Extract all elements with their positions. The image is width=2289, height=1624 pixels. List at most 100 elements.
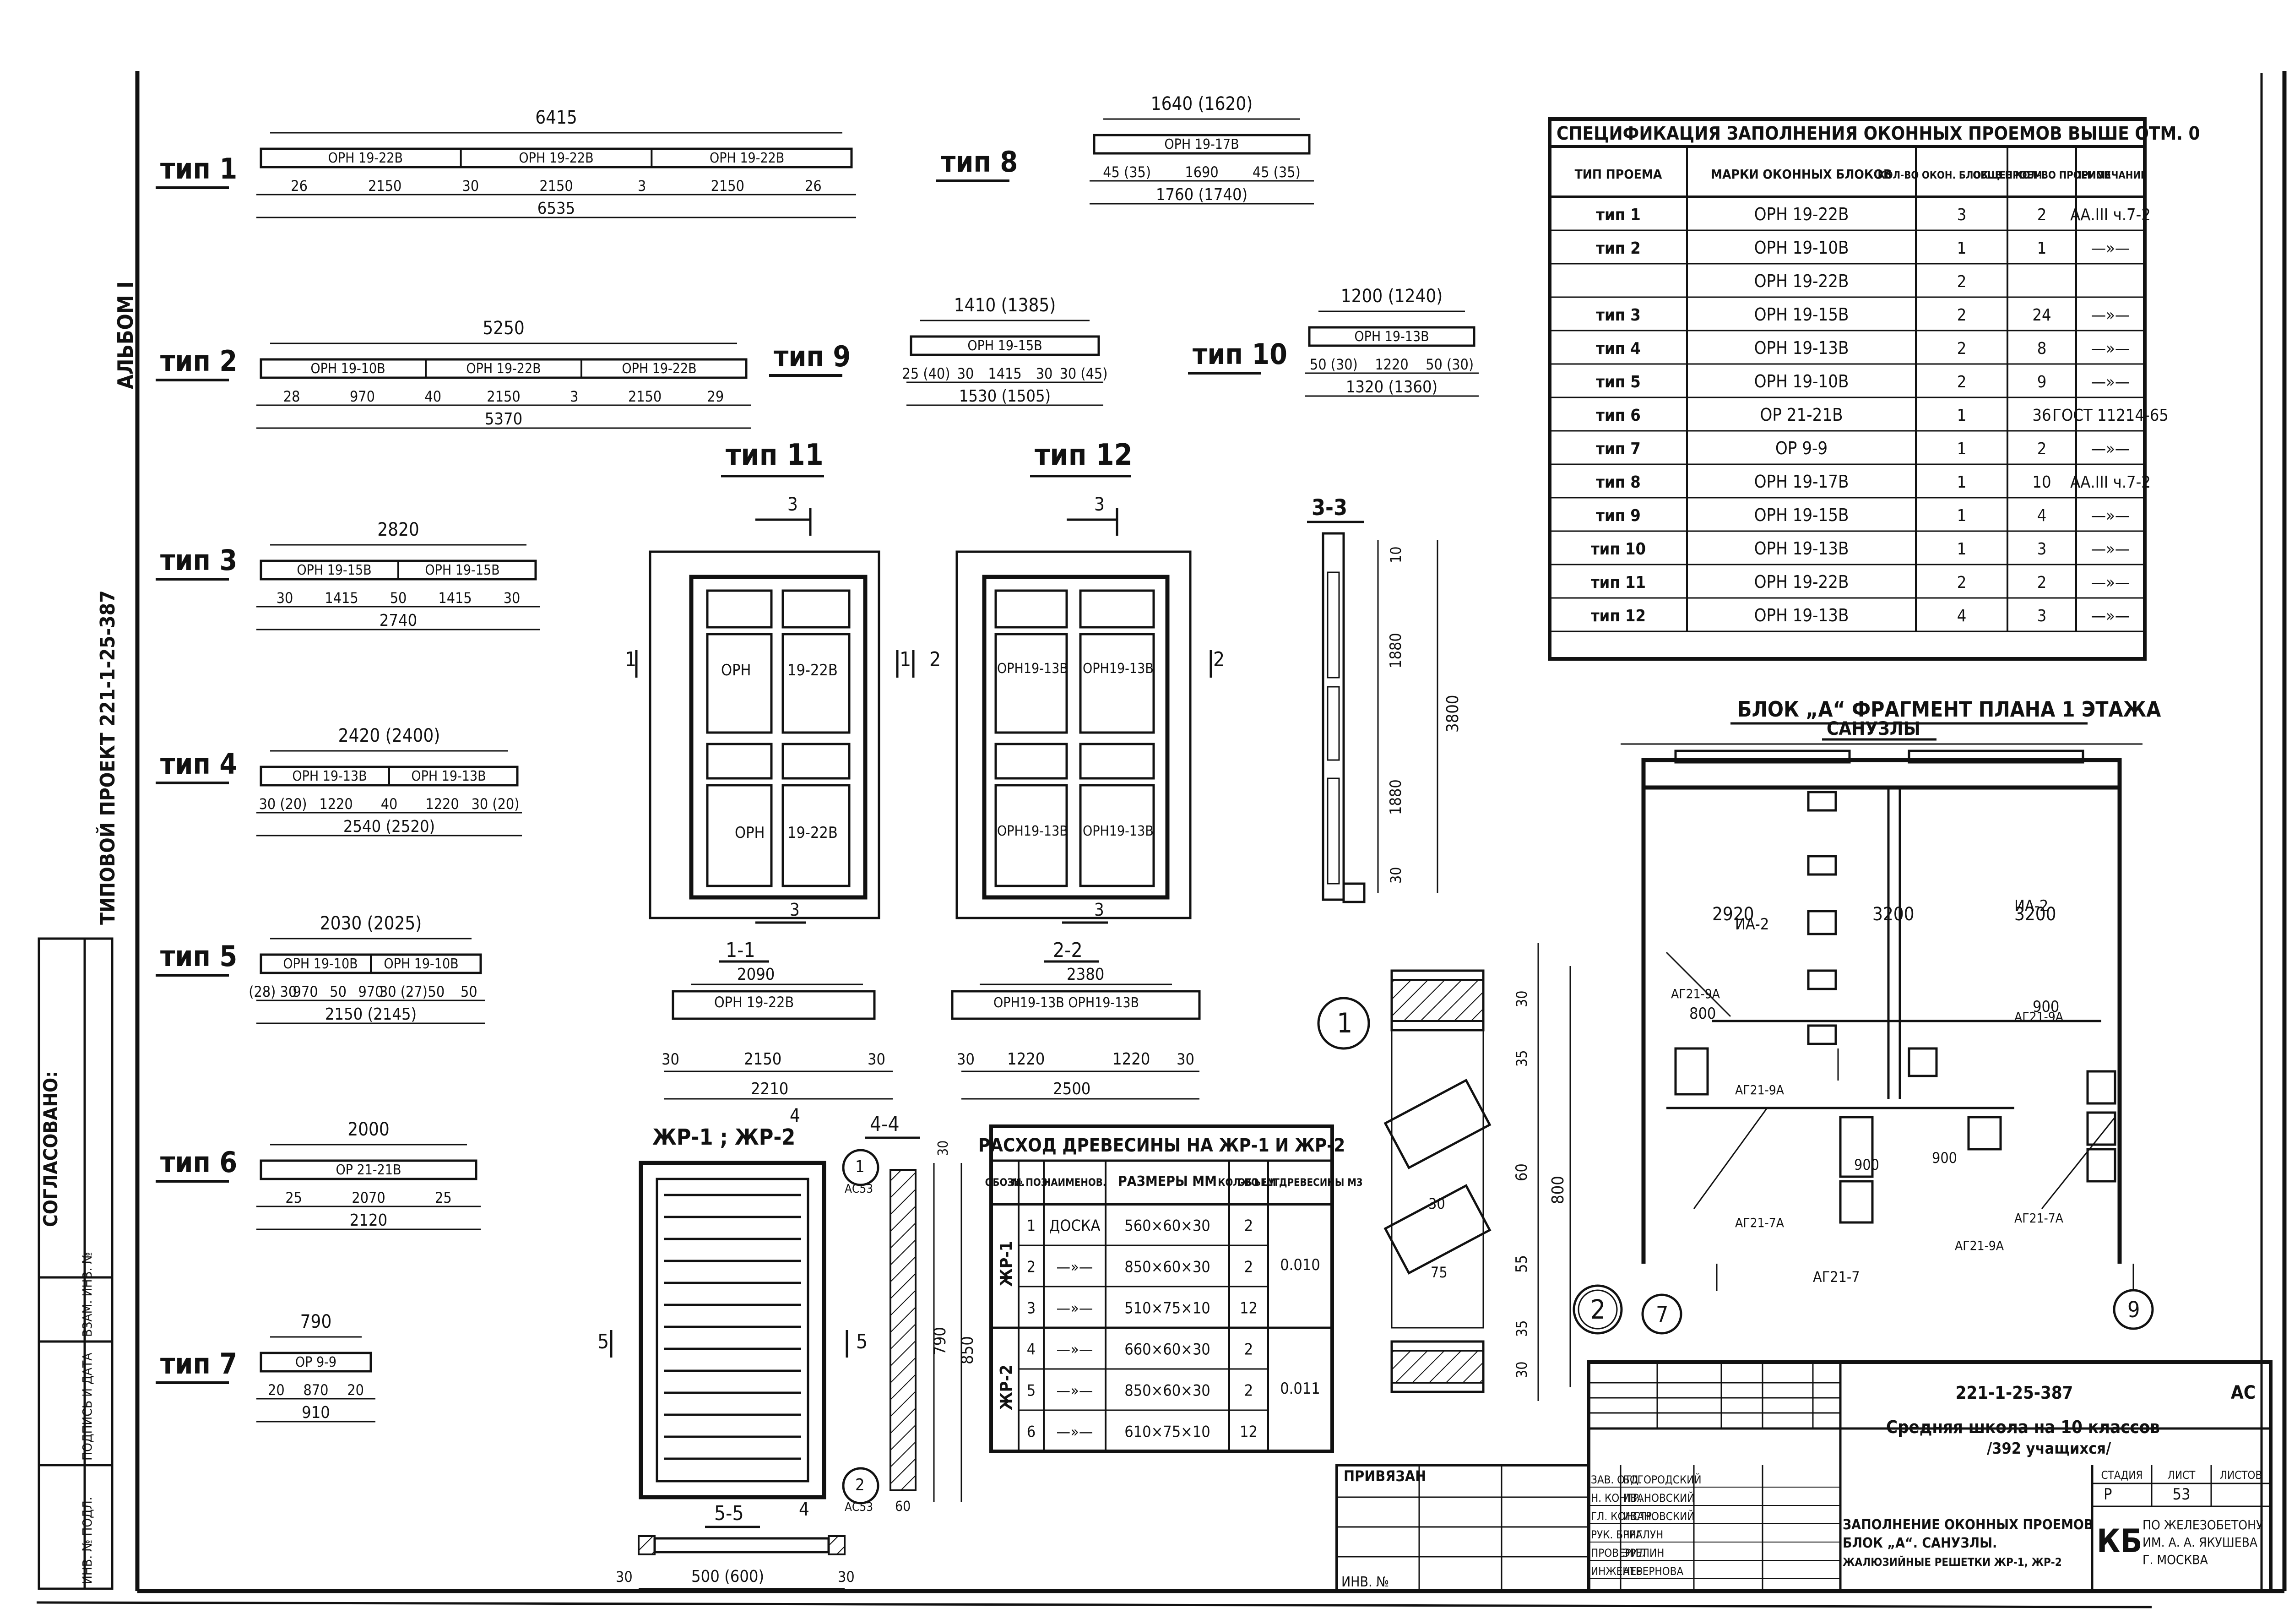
detail-2: 2 (1573, 1284, 1623, 1335)
svg-text:1220: 1220 (1112, 1050, 1150, 1069)
wood-cell: ДОСКА (1049, 1217, 1101, 1235)
section-4-4: 4-4 1 АС53 2 АС53 30 790 850 60 (842, 1113, 977, 1515)
svg-text:2500: 2500 (1053, 1080, 1090, 1098)
signer: ИВАНОВСКИЙ (1623, 1491, 1694, 1505)
dimension: 1220 (425, 795, 459, 813)
signer: БОГОРОДСКИЙ (1623, 1473, 1702, 1486)
signer: ЭРЕЛИН (1623, 1547, 1664, 1559)
svg-text:1: 1 (1337, 1007, 1352, 1039)
spec-cell: ОР 9-9 (1775, 438, 1828, 458)
wood-cell: 610×75×10 (1124, 1423, 1210, 1441)
svg-text:1880: 1880 (1387, 633, 1405, 668)
svg-text:ОРН: ОРН (735, 824, 765, 842)
stage: Р (2104, 1485, 2112, 1504)
total-dimension: 5370 (485, 410, 522, 429)
spec-cell: ОРН 19-13В (1754, 338, 1849, 358)
svg-text:2920: 2920 (1712, 904, 1754, 925)
dimension: 30 (20) (259, 795, 307, 813)
dimension: (28) 30 (249, 983, 297, 1000)
svg-text:30: 30 (868, 1050, 885, 1069)
role: РУК. БРИГ. (1591, 1528, 1645, 1541)
spec-cell: ОРН 19-22В (1754, 271, 1849, 291)
spec-cell: 9 (2037, 373, 2047, 391)
svg-text:ОРН 19-22В: ОРН 19-22В (714, 994, 794, 1011)
spec-header: ОБЩЕЕ КОЛ-ВО ПРОЕМОВ (1973, 170, 2111, 181)
svg-text:800: 800 (1549, 1176, 1568, 1204)
total-dimension: 1760 (1740) (1156, 185, 1248, 204)
inv-label: ИНВ. № (1341, 1574, 1389, 1590)
spec-cell: тип 3 (1596, 306, 1641, 325)
dimension: 30 (277, 589, 293, 607)
svg-text:ОРН19-13В: ОРН19-13В (1083, 823, 1154, 839)
spec-cell: 1 (1957, 440, 1967, 458)
svg-text:19-22В: 19-22В (787, 824, 838, 842)
svg-text:3: 3 (790, 900, 800, 920)
overall-dimension: 2000 (347, 1119, 390, 1140)
spec-cell: 1 (1957, 406, 1967, 425)
plan-title: БЛОК „А“ ФРАГМЕНТ ПЛАНА 1 ЭТАЖА (1737, 697, 2161, 722)
window-mark: ОРН 19-17В (1164, 136, 1239, 152)
section-3-3: 3-3 10 1880 3800 1880 30 (1307, 495, 1462, 903)
wood-cell: —»— (1057, 1423, 1093, 1441)
spec-cell: ОРН 19-22В (1754, 572, 1849, 592)
wood-header: ОБЪЕМ ДРЕВЕСИНЫ М3 (1237, 1177, 1362, 1189)
window-mark: ОРН 19-13В (292, 768, 367, 784)
spec-cell: 2 (1957, 573, 1967, 592)
wood-cell: 3 (1027, 1299, 1036, 1318)
svg-text:10: 10 (1387, 546, 1405, 563)
svg-text:1: 1 (900, 648, 911, 671)
svg-text:2380: 2380 (1067, 965, 1104, 984)
wood-cell: 5 (1027, 1382, 1036, 1400)
window-mark: ОРН 19-10В (384, 956, 458, 972)
total-dimension: 2540 (2520) (343, 817, 435, 836)
spec-cell: —»— (2091, 306, 2130, 325)
window-type-label: тип 2 (160, 344, 237, 378)
window-type-label: тип 6 (160, 1146, 237, 1179)
sheet-title: ЖАЛЮЗИЙНЫЕ РЕШЕТКИ ЖР-1, ЖР-2 (1843, 1555, 2062, 1569)
album-label: АЛЬБОМ I (113, 281, 138, 389)
svg-text:2: 2 (929, 648, 941, 671)
group-name: ЖР-1 (997, 1241, 1016, 1287)
dimension: 1690 (1185, 163, 1218, 181)
svg-text:4: 4 (799, 1499, 809, 1520)
svg-text:9: 9 (2127, 1297, 2140, 1323)
sign-date-label: ПОДПИСЬ И ДАТА (80, 1352, 95, 1461)
wood-cell: 2 (1244, 1341, 1253, 1359)
svg-text:60: 60 (895, 1499, 911, 1515)
window-mark: ОРН 19-15В (425, 562, 499, 578)
spec-cell: —»— (2091, 339, 2130, 358)
svg-text:АГ21-7А: АГ21-7А (1735, 1215, 1785, 1230)
dimension: 25 (285, 1189, 302, 1206)
svg-text:АГ21-9А: АГ21-9А (1955, 1238, 2004, 1253)
dimension: 50 (461, 983, 477, 1000)
svg-text:30: 30 (957, 1050, 975, 1069)
overall-dimension: 6415 (535, 107, 577, 128)
wood-cell: 12 (1240, 1423, 1258, 1441)
window-mark: ОРН 19-13В (1354, 329, 1429, 345)
spec-cell: 4 (2037, 506, 2047, 525)
svg-text:30: 30 (1387, 867, 1405, 884)
dimension: 50 (390, 589, 407, 607)
wood-title: РАСХОД ДРЕВЕСИНЫ НА ЖР-1 И ЖР-2 (978, 1135, 1345, 1156)
wood-cell: 850×60×30 (1124, 1258, 1210, 1276)
window-mark: ОРН 19-15В (967, 338, 1042, 354)
spec-cell: тип 11 (1591, 573, 1646, 592)
svg-text:2210: 2210 (751, 1080, 788, 1098)
group-name: ЖР-2 (997, 1365, 1016, 1410)
spec-cell: —»— (2091, 607, 2130, 625)
svg-text:30: 30 (1513, 1361, 1530, 1378)
sheet-title: БЛОК „А“. САНУЗЛЫ. (1843, 1535, 1997, 1551)
svg-text:1220: 1220 (1007, 1050, 1045, 1069)
dimension: 26 (805, 177, 822, 195)
dimension: 45 (35) (1103, 163, 1151, 181)
spec-cell: 3 (2037, 540, 2047, 559)
stage-header: ЛИСТОВ (2220, 1469, 2262, 1482)
svg-text:900: 900 (2033, 998, 2059, 1016)
spec-cell: АА.III ч.7-2 (2070, 473, 2151, 492)
dimension: 30 (957, 365, 974, 382)
volume: 0.010 (1280, 1256, 1320, 1274)
